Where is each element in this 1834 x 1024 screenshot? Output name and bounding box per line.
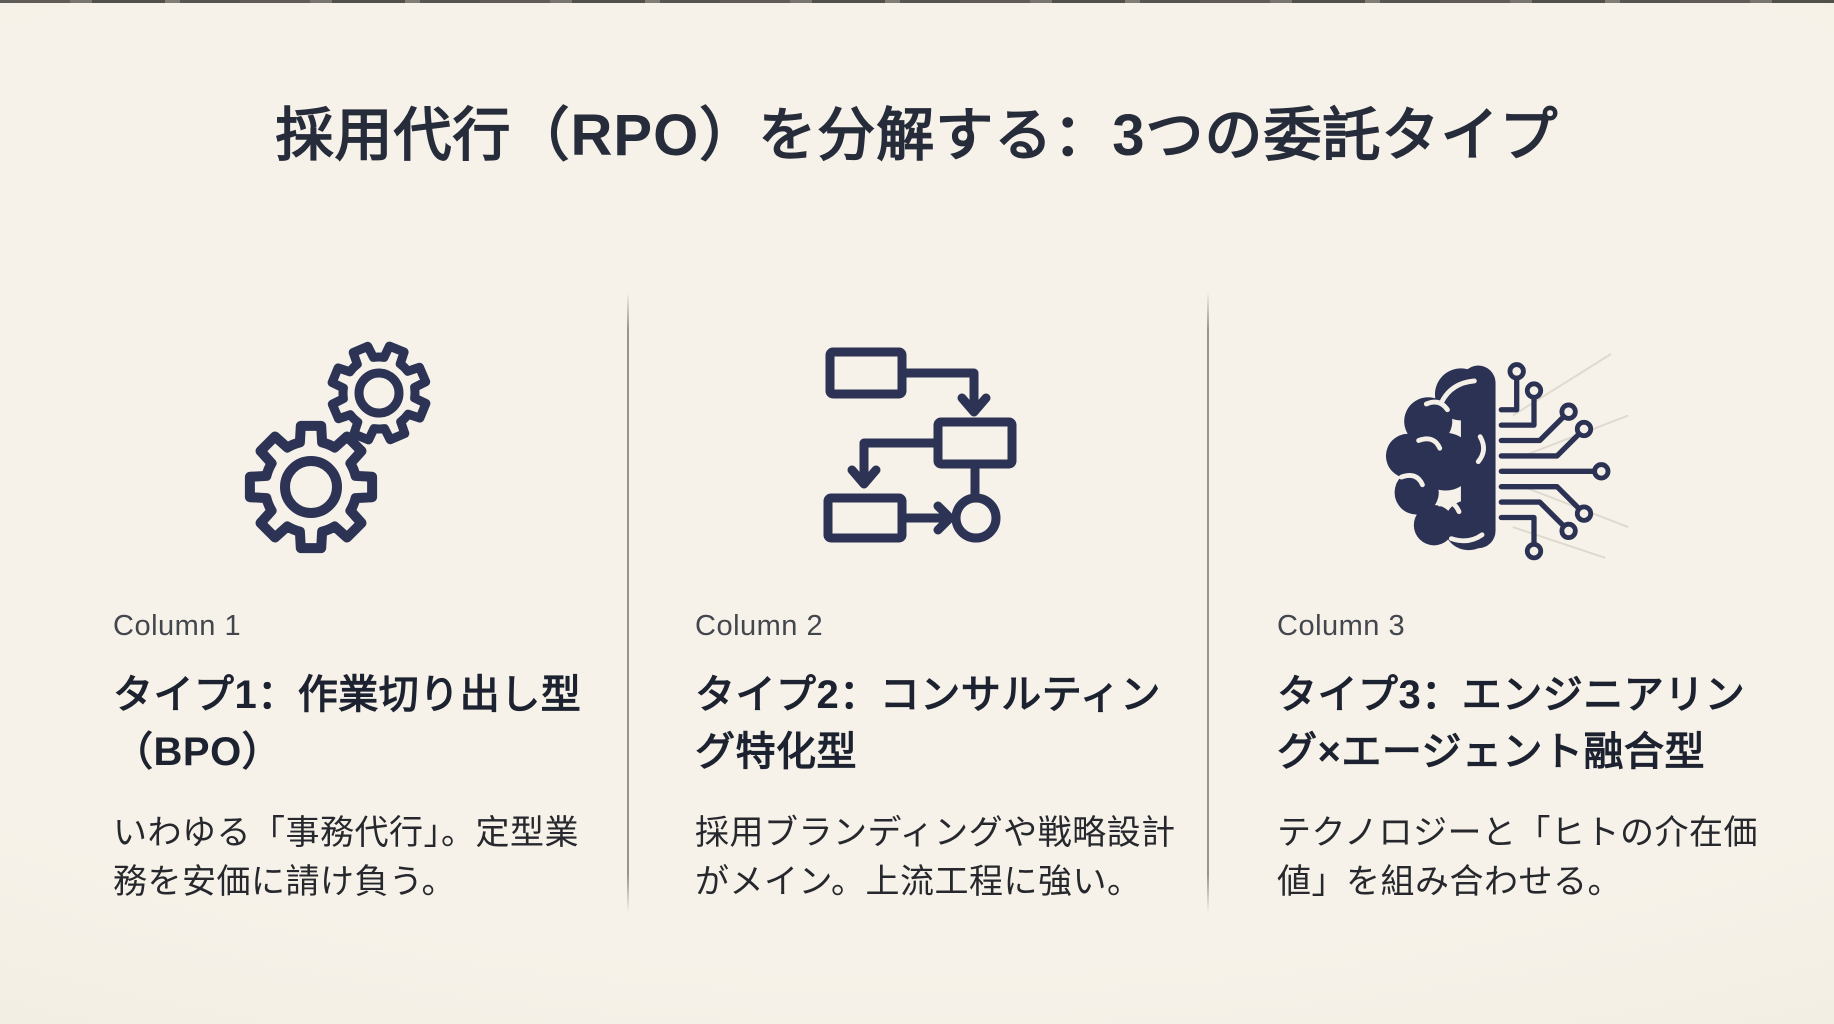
- gears-icon: [243, 339, 433, 559]
- column-divider-1: [627, 292, 629, 912]
- column-1-description: いわゆる「事務代行」。定型業務を安価に請け負う。: [113, 813, 579, 901]
- column-1: Column 1 タイプ1：作業切り出し型（BPO） いわゆる「事務代行」。定型…: [113, 610, 599, 907]
- column-3-label: Column 3: [1277, 610, 1406, 642]
- column-3: Column 3 タイプ3：エンジニアリング×エージェント融合型 テクノロジーと…: [1277, 610, 1763, 907]
- column-3-title: タイプ3：エンジニアリング×エージェント融合型: [1277, 673, 1746, 774]
- column-3-description: テクノロジーと「ヒトの介在価値」を組み合わせる。: [1277, 813, 1758, 901]
- column-1-title: タイプ1：作業切り出し型（BPO）: [113, 673, 582, 774]
- column-2-title: タイプ2：コンサルティング特化型: [695, 673, 1161, 774]
- column-2: Column 2 タイプ2：コンサルティング特化型 採用ブランディングや戦略設計…: [695, 610, 1181, 907]
- column-2-label: Column 2: [695, 610, 824, 642]
- column-1-label: Column 1: [113, 610, 242, 642]
- flowchart-icon: [823, 346, 1017, 546]
- column-divider-2: [1207, 292, 1209, 912]
- brain-circuit-icon: [1384, 348, 1634, 561]
- page-title: 採用代行（RPO）を分解する：3つの委託タイプ: [275, 103, 1559, 168]
- top-edge-artifact: [0, 0, 1834, 3]
- brain-half: [1385, 365, 1496, 551]
- brain-gyri-lines: [1398, 378, 1486, 544]
- circuit-half: [1498, 362, 1611, 561]
- column-2-description: 採用ブランディングや戦略設計がメイン。上流工程に強い。: [695, 813, 1176, 901]
